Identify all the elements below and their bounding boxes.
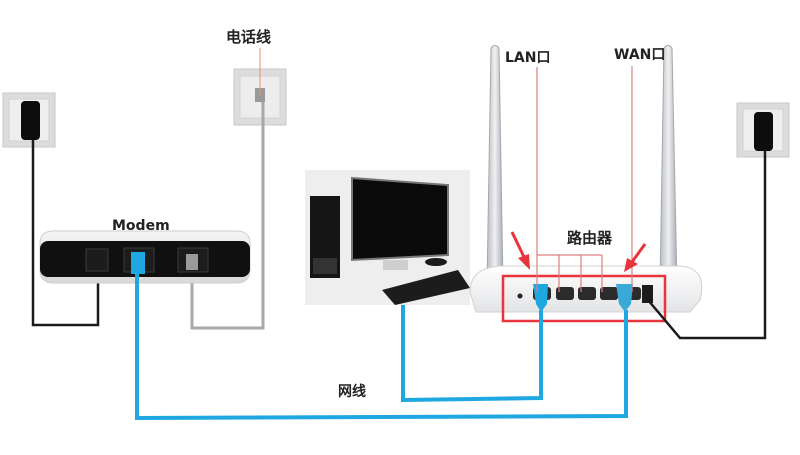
lan-annotation-lines bbox=[536, 67, 603, 292]
modem bbox=[39, 230, 251, 284]
ports-highlight-box bbox=[501, 274, 667, 323]
modem-label: Modem bbox=[112, 218, 170, 234]
power-outlet-left bbox=[2, 92, 56, 148]
modem-power-port bbox=[85, 248, 109, 272]
network-cable-label: 网线 bbox=[338, 384, 366, 400]
reset-button bbox=[517, 293, 523, 299]
router-port-lan-2 bbox=[556, 287, 574, 300]
mouse bbox=[425, 258, 447, 266]
router-port-lan-4 bbox=[600, 287, 618, 300]
router bbox=[469, 265, 703, 313]
router-label: 路由器 bbox=[567, 229, 613, 247]
phone-line-label: 电话线 bbox=[226, 28, 272, 46]
phone-cable bbox=[190, 102, 265, 330]
router-port-lan-3 bbox=[578, 287, 596, 300]
monitor bbox=[351, 176, 449, 262]
computer bbox=[305, 170, 470, 305]
power-plug-icon bbox=[754, 112, 773, 151]
modem-to-wan-cable bbox=[135, 272, 628, 421]
lan-arrow-icon bbox=[510, 231, 530, 270]
wan-arrow-icon bbox=[624, 243, 647, 272]
router-power-port bbox=[642, 285, 653, 303]
keyboard bbox=[382, 270, 470, 305]
lan-port-label: LAN口 bbox=[505, 50, 551, 66]
wan-port-label: WAN口 bbox=[614, 47, 666, 63]
power-plug-icon bbox=[21, 101, 40, 140]
modem-power-cable bbox=[31, 140, 100, 327]
router-antennas bbox=[486, 45, 678, 286]
phone-jack bbox=[233, 68, 287, 126]
pc-to-lan-cable bbox=[401, 305, 543, 403]
router-power-cable bbox=[647, 150, 767, 340]
power-outlet-right bbox=[736, 102, 790, 158]
